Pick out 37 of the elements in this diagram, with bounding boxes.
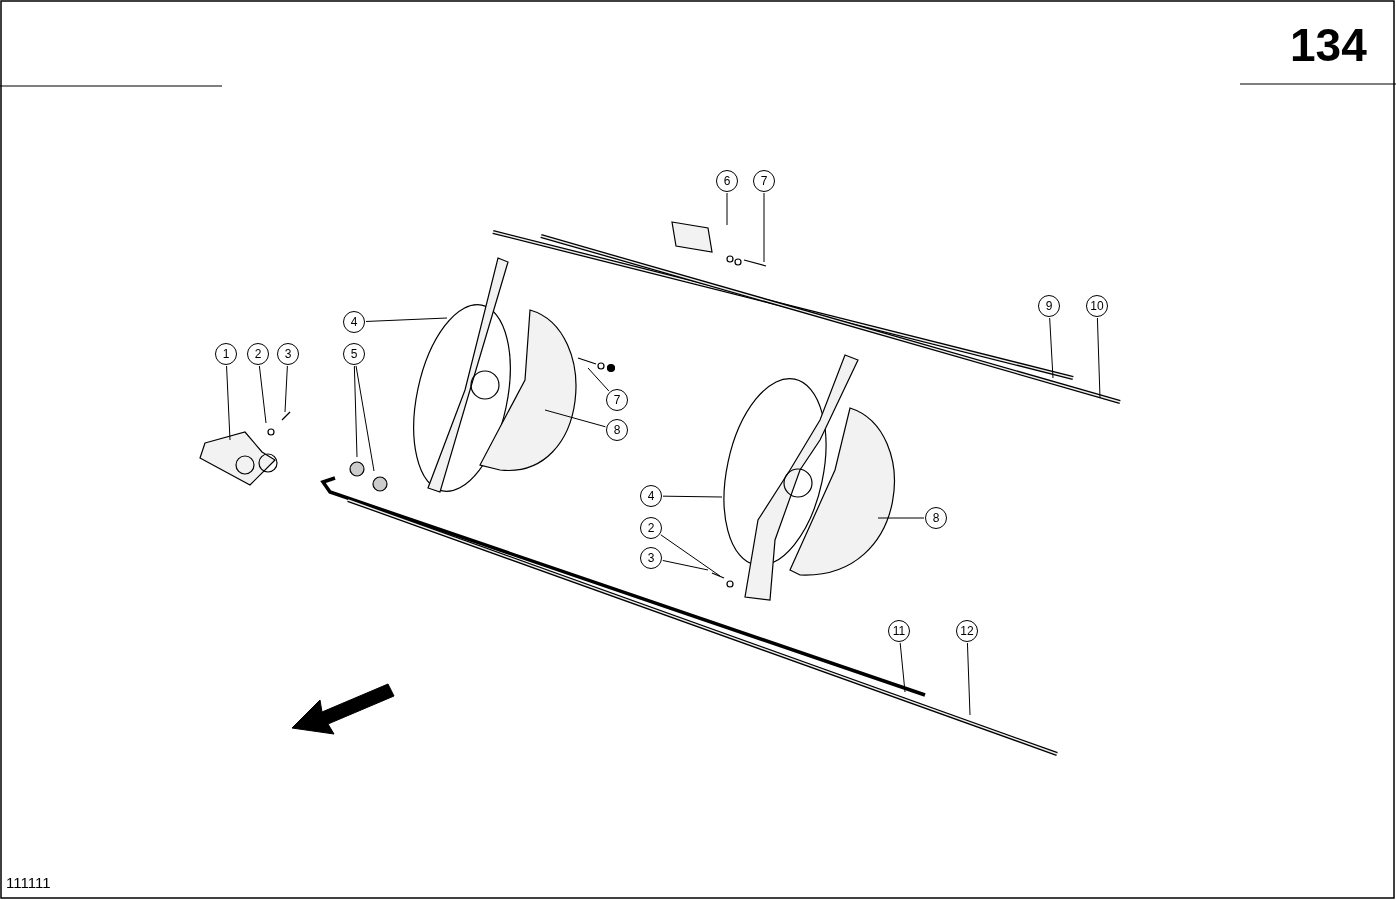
callout-number: 10 bbox=[1086, 295, 1108, 317]
leader-line bbox=[258, 365, 267, 424]
leader-line bbox=[365, 317, 448, 322]
leader-line bbox=[726, 192, 728, 226]
leader-line bbox=[877, 517, 925, 519]
leader-line bbox=[587, 367, 610, 392]
leader-line bbox=[662, 495, 723, 498]
leader-line bbox=[355, 365, 375, 472]
leader-line bbox=[544, 409, 606, 428]
callout-number: 3 bbox=[277, 343, 299, 365]
leader-line bbox=[1049, 317, 1054, 379]
leader-line bbox=[226, 365, 231, 441]
callout-number: 1 bbox=[215, 343, 237, 365]
leader-line bbox=[662, 559, 709, 571]
callout-number: 7 bbox=[606, 389, 628, 411]
callout-number: 2 bbox=[247, 343, 269, 365]
leader-line bbox=[284, 365, 288, 413]
callout-number: 9 bbox=[1038, 295, 1060, 317]
leader-line bbox=[763, 192, 765, 263]
callout-number: 6 bbox=[716, 170, 738, 192]
callout-number: 2 bbox=[640, 517, 662, 539]
callout-number: 5 bbox=[343, 343, 365, 365]
leader-line bbox=[660, 534, 721, 577]
page-number: 134 bbox=[1290, 18, 1367, 72]
callout-number: 4 bbox=[640, 485, 662, 507]
callout-number: 8 bbox=[925, 507, 947, 529]
callout-number: 7 bbox=[753, 170, 775, 192]
leader-line bbox=[1096, 317, 1101, 399]
leader-line bbox=[899, 642, 906, 693]
callout-number: 4 bbox=[343, 311, 365, 333]
leader-line bbox=[353, 365, 358, 458]
callout-number: 12 bbox=[956, 620, 978, 642]
callout-number: 8 bbox=[606, 419, 628, 441]
callout-number: 3 bbox=[640, 547, 662, 569]
leader-line bbox=[966, 642, 971, 716]
callout-number: 11 bbox=[888, 620, 910, 642]
drawing-number: 111111 bbox=[6, 874, 51, 891]
